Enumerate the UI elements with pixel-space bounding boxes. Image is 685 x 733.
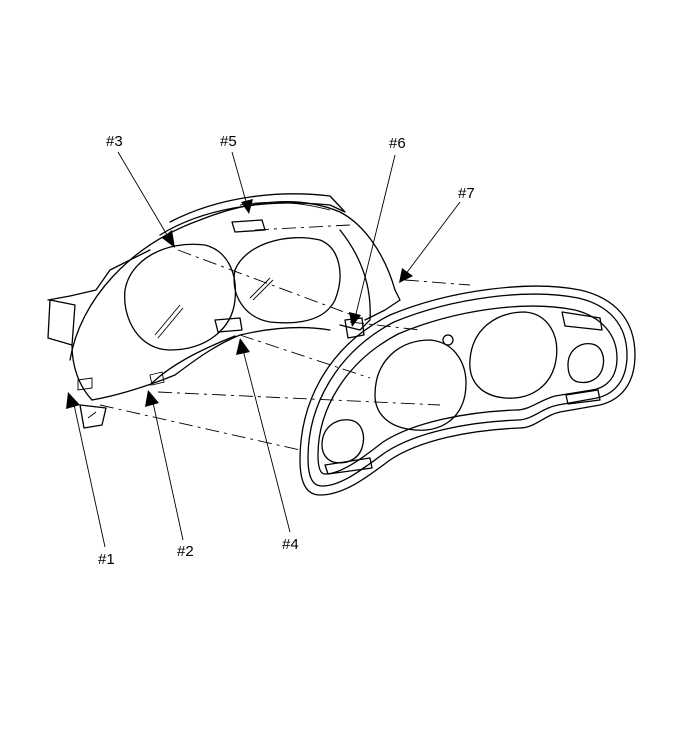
callout-4-label: #4 [282,536,299,553]
alignment-lines [99,224,471,451]
callout-1-label: #1 [98,551,115,568]
cluster-bezel [299,285,636,496]
cluster-housing [47,193,401,429]
callout-7-label: #7 [458,185,475,202]
leader-lines [66,151,461,548]
callout-6-label: #6 [389,135,406,152]
callout-2-label: #2 [177,543,194,560]
callout-3-label: #3 [106,133,123,150]
callout-5-label: #5 [220,133,237,150]
